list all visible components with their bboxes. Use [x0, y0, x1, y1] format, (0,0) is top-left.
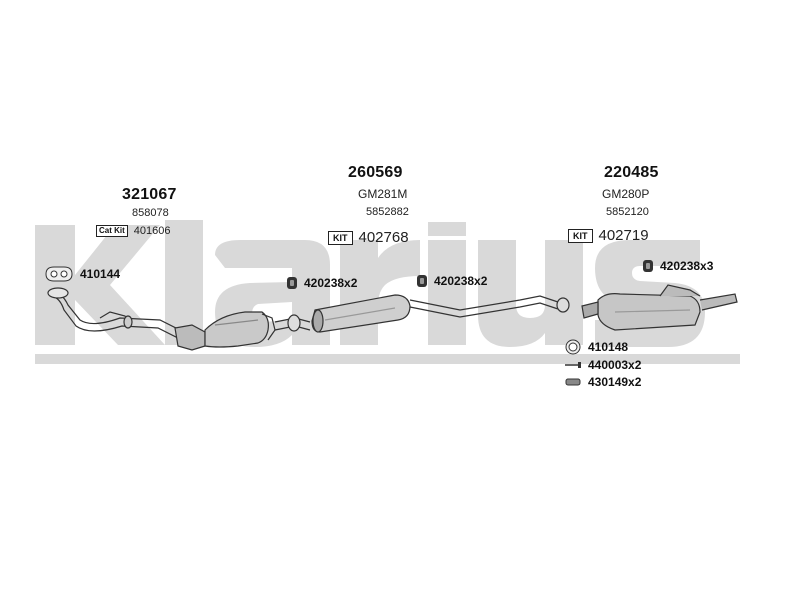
oe-number-5852882: 5852882: [366, 206, 409, 218]
rubber-mount-icon: [287, 277, 297, 289]
gasket-icon: [45, 266, 73, 282]
part-number-321067: 321067: [122, 186, 177, 203]
kit-tag: KIT: [568, 228, 593, 243]
cat-kit-number: 401606: [133, 225, 171, 237]
model-gm281m: GM281M: [358, 187, 408, 201]
bolt-icon: [565, 362, 581, 368]
part-number-220485: 220485: [604, 164, 659, 181]
part-420238x3: 420238x3: [660, 259, 714, 273]
part-row-bolt: 440003x2: [564, 358, 641, 372]
part-row-mount: 430149x2: [564, 375, 641, 389]
kit-row-402768: KIT 402768: [328, 229, 409, 246]
kit-number-402719: 402719: [598, 227, 649, 244]
part-row-gasket: 410144: [44, 265, 120, 283]
part-row-clamp-3: 420238x3: [642, 259, 713, 273]
part-420238x2: 420238x2: [434, 274, 488, 288]
part-410148: 410148: [588, 340, 629, 354]
part-410144: 410144: [80, 267, 121, 281]
hanger-icon: [565, 378, 581, 386]
watermark-underline: [35, 354, 740, 364]
part-row-clamp-2: 420238x2: [416, 274, 487, 288]
rubber-mount-icon: [643, 260, 653, 272]
rear-silencer: [581, 284, 738, 331]
centre-silencer: [311, 294, 411, 333]
oe-number-858078: 858078: [132, 207, 169, 219]
kit-row-402719: KIT 402719: [568, 227, 649, 244]
kit-tag: KIT: [328, 230, 353, 245]
catalytic-converter: [174, 311, 276, 351]
rear-pipe: [409, 295, 570, 318]
kit-number-402768: 402768: [358, 229, 409, 246]
cat-kit-tag: Cat Kit: [96, 225, 128, 237]
model-gm280p: GM280P: [602, 187, 650, 201]
part-row-clamp-1: 420238x2: [286, 276, 357, 290]
ring-gasket-icon: [565, 339, 581, 355]
part-number-260569: 260569: [348, 164, 403, 181]
part-430149x2: 430149x2: [588, 375, 642, 389]
part-440003x2: 440003x2: [588, 358, 642, 372]
part-row-ring: 410148: [564, 338, 628, 356]
intermediate-pipe: [274, 314, 311, 332]
cat-kit-row: Cat Kit 401606: [96, 225, 171, 237]
part-420238x2: 420238x2: [304, 276, 358, 290]
rubber-mount-icon: [417, 275, 427, 287]
front-pipe: [47, 287, 206, 343]
oe-number-5852120: 5852120: [606, 206, 649, 218]
